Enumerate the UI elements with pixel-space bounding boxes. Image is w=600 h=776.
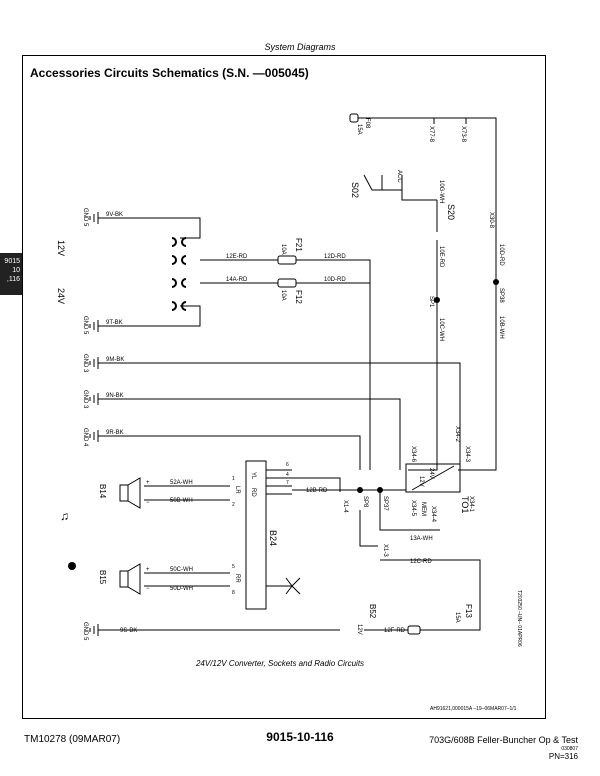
b52-rating: 12V (356, 624, 362, 635)
side-tab-line1: 9015 (4, 258, 20, 265)
diagram-frame (22, 55, 546, 719)
wire-13a-label: 13A-WH (410, 536, 433, 542)
x34-5-label: X34-5 (410, 500, 416, 517)
radio-rd-label: RD (250, 488, 256, 497)
ground-5c-label: GND 5 (82, 622, 88, 641)
f12-label: F12 (294, 290, 303, 304)
pin-2-label: 2 (232, 502, 235, 508)
wire-10g-label: 10G-WH (438, 180, 444, 203)
b14-label: B14 (98, 484, 107, 499)
side-code-text: T203250 –UN– 01APR06 (516, 590, 522, 647)
wire-12b-label: 12B-RD (306, 488, 328, 494)
pin-4-label: 4 (286, 472, 289, 478)
music-note-icon: ♫ (60, 509, 69, 523)
wire-12f-label: 12F-RD (384, 628, 406, 634)
side-tab[interactable]: 9015 10 ,116 (0, 253, 22, 295)
sp8-label: SP8 (362, 496, 368, 508)
figure-caption: 24V/12V Converter, Sockets and Radio Cir… (195, 659, 365, 668)
f13-label: F13 (464, 604, 473, 618)
pin-1-label: 1 (232, 476, 235, 482)
footer-pn: PN=316 (548, 752, 578, 761)
wire-10b-label: 10B-WH (498, 316, 504, 339)
x77-8-label: X77-8 (428, 126, 434, 143)
footer-doc-id: TM10278 (09MAR07) (24, 734, 121, 745)
x34-1-label: X34-1 (468, 496, 474, 513)
sp1-label: SP1 (428, 296, 434, 308)
side-tab-line3: ,116 (6, 276, 20, 283)
x34-3-label: X34-3 (464, 446, 470, 463)
pin-7-label: 7 (286, 480, 289, 486)
ground-3a-label: GND 3 (82, 354, 88, 373)
voltage-12v-label: 12V (56, 240, 66, 256)
ground-4-label: GND 4 (82, 428, 88, 447)
x1-4-label: X1-4 (342, 500, 348, 513)
to1-label: TO1 (460, 496, 470, 513)
sp37-label: SP37 (382, 496, 388, 511)
radio-rr-label: RR (234, 574, 240, 583)
voltage-24v-label: 24V (56, 288, 66, 304)
wire-10c-label: 10C-WH (438, 318, 444, 341)
ground-3b-label: GND 3 (82, 390, 88, 409)
b15-minus: − (146, 586, 150, 592)
x1-3-label: X1-3 (382, 544, 388, 557)
f21-label: F21 (294, 238, 303, 252)
wire-9t-label: 9T-BK (106, 320, 123, 326)
b15-label: B15 (98, 570, 107, 585)
b24-label: B24 (268, 530, 278, 546)
wire-9r-label: 9R-BK (106, 430, 124, 436)
side-tab-line2: 10 (12, 267, 20, 274)
converter-out-label: 12V (418, 476, 424, 487)
section-header: System Diagrams (264, 42, 336, 52)
f21-rating: 10A (280, 244, 286, 255)
wire-9m-label: 9M-BK (106, 357, 124, 363)
pin-5-label: 5 (232, 564, 235, 570)
wire-10d-label: 10D-RD (498, 244, 504, 266)
wire-52a-label: 52A-WH (170, 480, 193, 486)
footer-page-code: 9015-10-116 (266, 730, 334, 744)
radio-lr-label: LR (234, 486, 240, 494)
antenna-icon (68, 562, 76, 570)
x34-6-label: X34-6 (410, 446, 416, 463)
sp38-label: SP38 (498, 288, 504, 303)
wire-9s-label: 9S-BK (120, 628, 137, 634)
s02-label: S02 (350, 182, 360, 198)
f08-rating: 15A (356, 124, 362, 135)
figure-reference: AH91621,000015A –19–06MAR07–1/1 (430, 706, 517, 712)
wire-12e-label: 12E-RD (226, 254, 248, 260)
wire-14a-label: 14A-RD (226, 277, 248, 283)
wire-9n-label: 9N-BK (106, 393, 124, 399)
radio-yl-label: YL (250, 472, 256, 480)
wire-50c-label: 50C-WH (170, 567, 193, 573)
ground-5b-label: GND 5 (82, 316, 88, 335)
footer-product: 703G/608B Feller-Buncher Op & Test (429, 735, 578, 745)
f08-label: F08 (364, 118, 370, 129)
x34-2-label: X34-2 (454, 426, 460, 443)
s20-label: S20 (446, 204, 456, 220)
wire-12c-label: 12C-RD (410, 559, 432, 565)
footer-date-code: 030807 (561, 746, 578, 752)
wire-10d2-label: 10D-RD (324, 277, 346, 283)
wire-50d-label: 50D-WH (170, 586, 193, 592)
f13-rating: 15A (454, 612, 460, 623)
f12-rating: 10A (280, 290, 286, 301)
converter-mem-label: MEM (420, 502, 426, 516)
page-title: Accessories Circuits Schematics (S.N. —0… (30, 66, 309, 80)
x30-8-label: X30-8 (488, 212, 494, 229)
wire-9v-label: 9V-BK (106, 212, 123, 218)
b14-minus: − (146, 500, 150, 506)
x34-4-label: X34-4 (430, 506, 436, 523)
b14-plus: + (146, 480, 150, 486)
wire-50b-label: 50B-WH (170, 498, 193, 504)
b52-label: B52 (368, 604, 377, 619)
converter-in-label: 24V (428, 468, 434, 479)
ground-5a-label: GND 5 (82, 208, 88, 227)
pin-8-label: 8 (232, 590, 235, 596)
pin-6-label: 6 (286, 462, 289, 468)
b15-plus: + (146, 567, 150, 573)
x73-8-label: X73-8 (460, 126, 466, 143)
s02-acc-label: ACC (396, 170, 402, 183)
wire-10e-label: 10E-RD (438, 246, 444, 268)
wire-12d-label: 12D-RD (324, 254, 346, 260)
